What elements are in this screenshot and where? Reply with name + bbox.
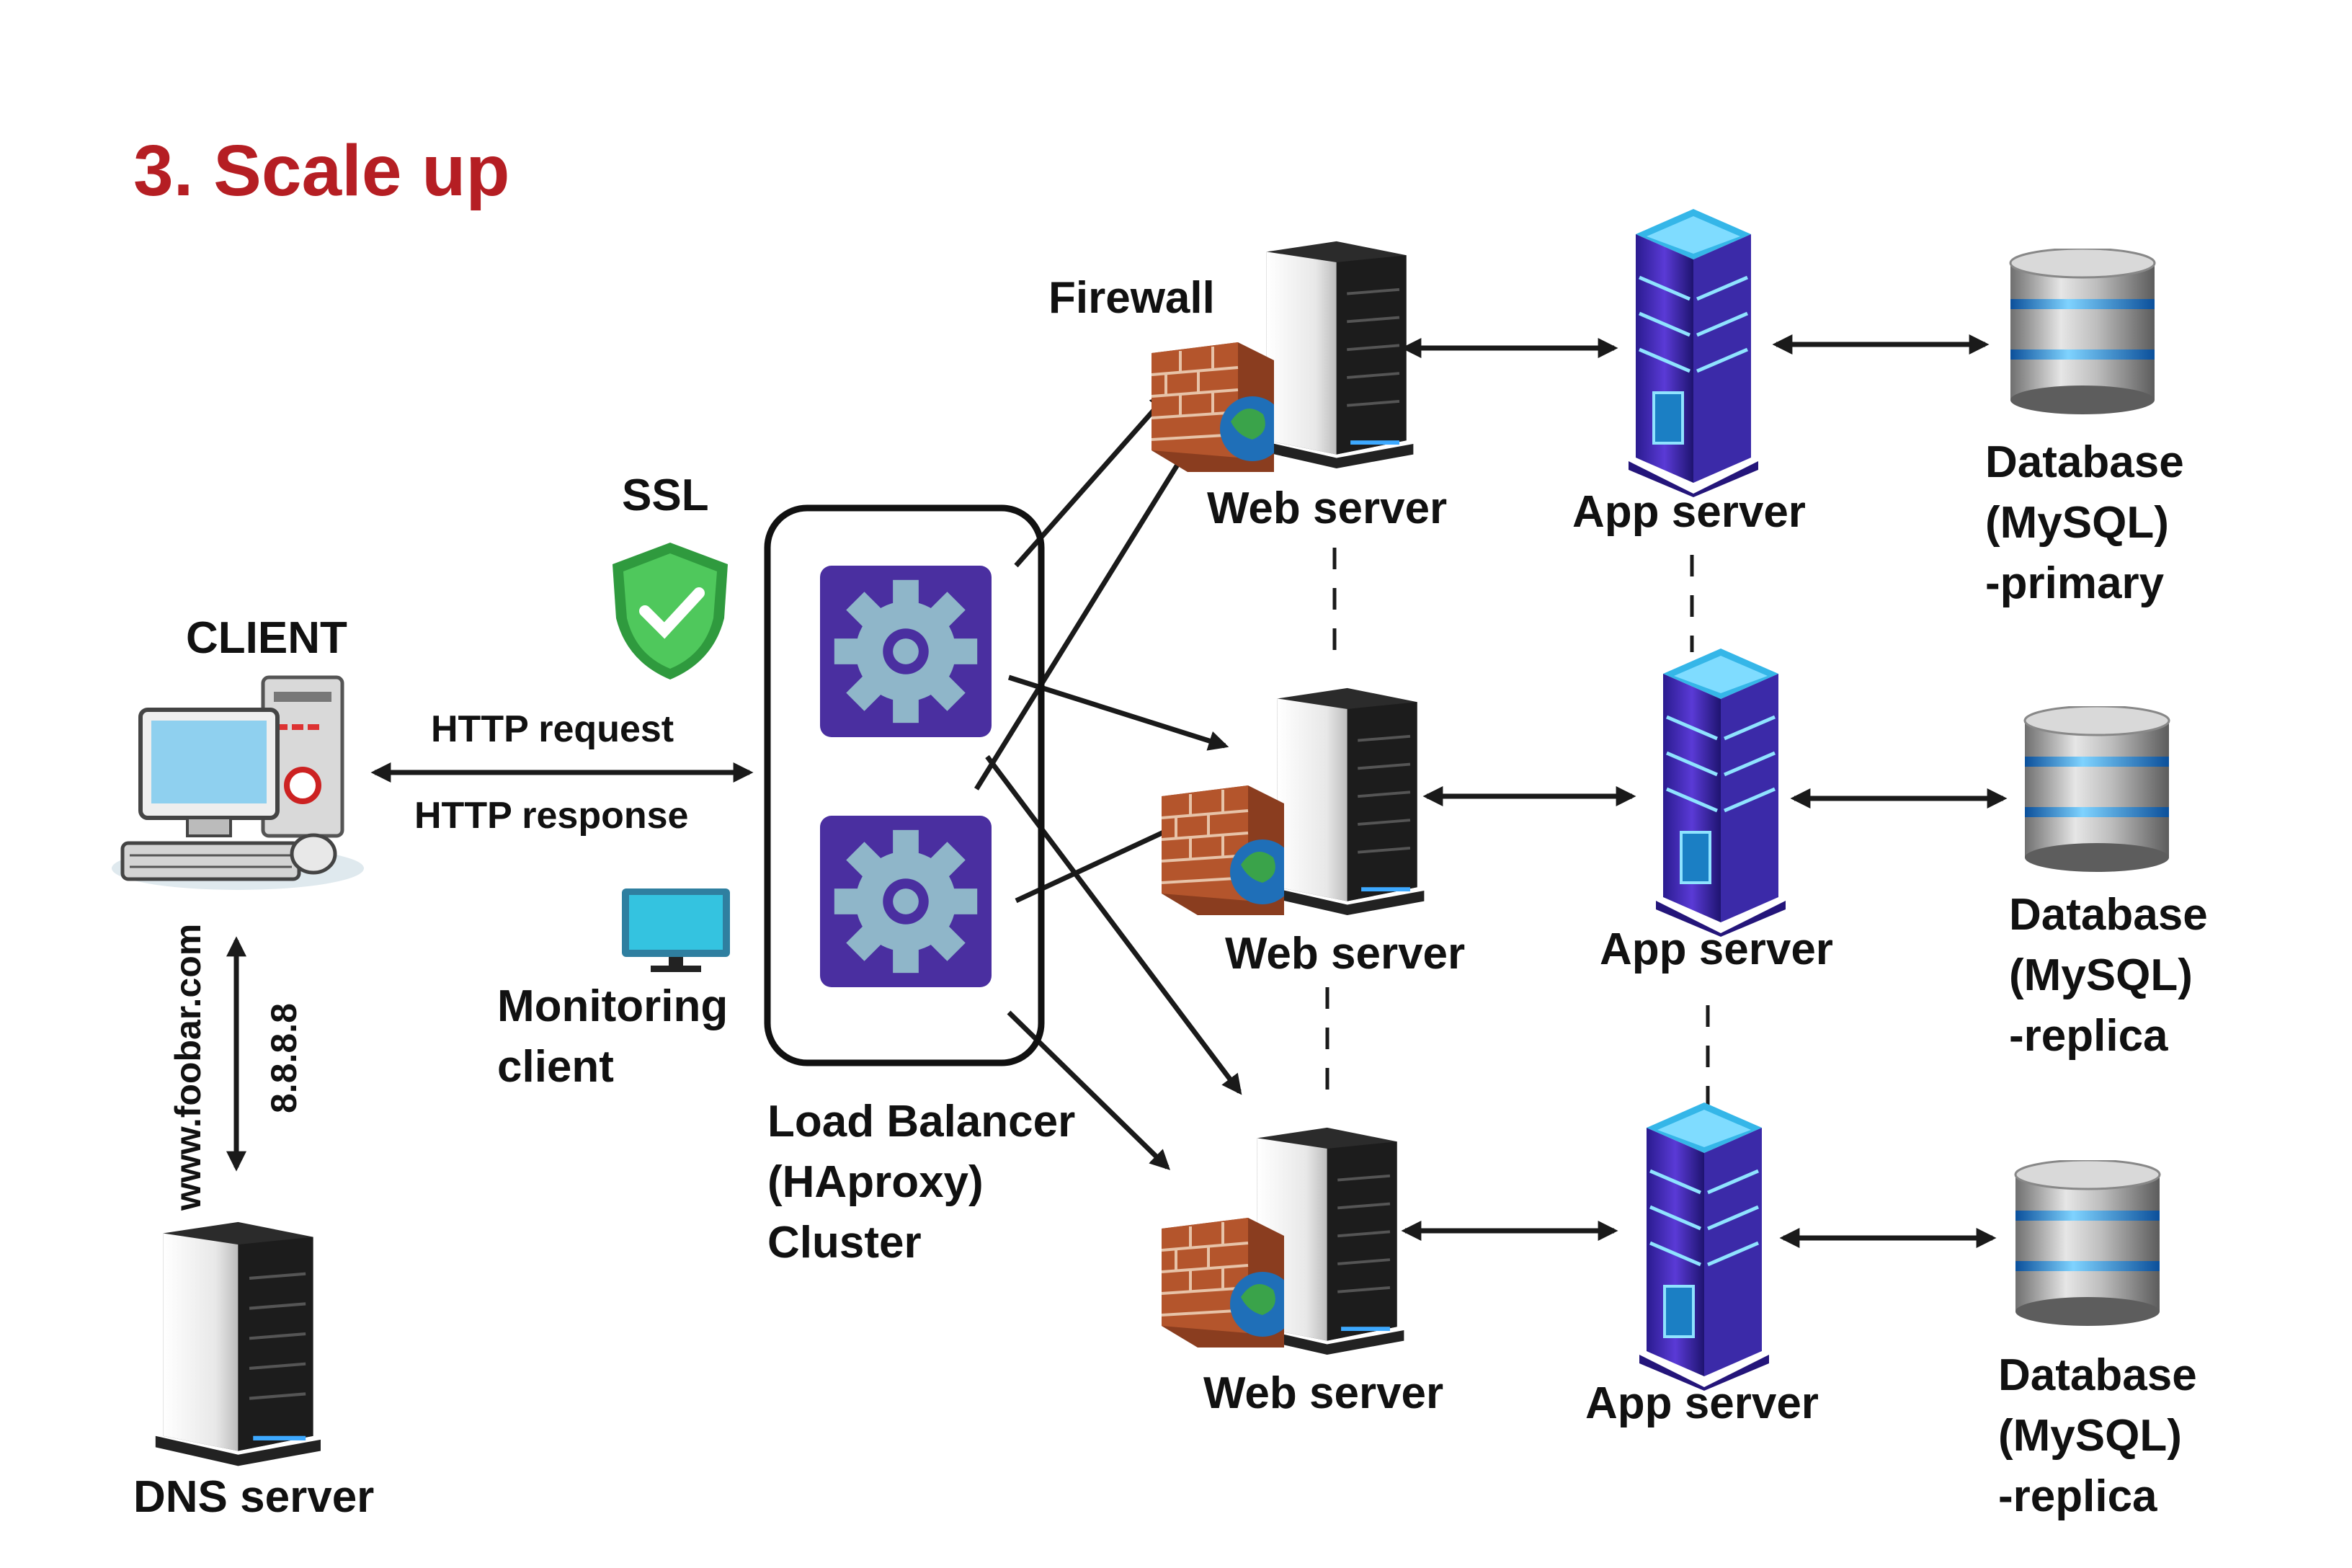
firewall-icon: [1152, 342, 1274, 472]
firewall-icon: [1162, 1218, 1284, 1348]
monitoring-label-line1: Monitoring: [497, 981, 729, 1031]
lb-link: [1007, 674, 1229, 751]
web-server-label: Web server: [1207, 484, 1448, 533]
gear-icon: [820, 816, 992, 987]
app-server-label: App server: [1600, 925, 1833, 974]
database-label-line2: (MySQL): [2009, 950, 2193, 1000]
database-label: Database (MySQL) -replica: [1998, 1345, 2197, 1527]
load-balancer-label: Load Balancer (HAproxy) Cluster: [767, 1092, 1075, 1273]
monitor-icon: [622, 888, 730, 972]
dns-domain-label: www.foobar.com: [168, 923, 208, 1211]
app-server-icon: [1614, 209, 1773, 497]
page-title: 3. Scale up: [133, 130, 510, 211]
web-server-label: Web server: [1203, 1368, 1444, 1418]
app-server-icon: [1642, 649, 1800, 937]
database-label-line3: -primary: [1985, 558, 2165, 608]
http-request-label: HTTP request: [431, 708, 674, 750]
lb-label-line1: Load Balancer: [767, 1097, 1076, 1146]
monitoring-client-label: Monitoring client: [497, 976, 728, 1097]
database-label: Database (MySQL) -primary: [1985, 432, 2184, 614]
dns-ip-label: 8.8.8.8: [264, 1003, 304, 1113]
database-icon: [2018, 706, 2176, 872]
shield-icon: [612, 543, 728, 680]
gear-icon: [820, 566, 992, 737]
app-server-label: App server: [1585, 1378, 1819, 1428]
monitoring-label-line2: client: [497, 1042, 614, 1092]
database-label-line1: Database: [1998, 1350, 2197, 1400]
database-label-line3: -replica: [1998, 1471, 2157, 1521]
lb-label-line3: Cluster: [767, 1218, 922, 1268]
firewall-label: Firewall: [1048, 273, 1215, 323]
database-label: Database (MySQL) -replica: [2009, 885, 2208, 1066]
lb-label-line2: (HAproxy): [767, 1157, 984, 1207]
ssl-label: SSL: [622, 471, 709, 520]
firewall-icon: [1162, 785, 1284, 915]
database-label-line2: (MySQL): [1985, 498, 2169, 548]
database-label-line2: (MySQL): [1998, 1411, 2182, 1461]
http-response-label: HTTP response: [414, 795, 689, 837]
database-label-line1: Database: [2009, 890, 2208, 940]
database-label-line1: Database: [1985, 437, 2184, 487]
lb-link: [985, 754, 1242, 1095]
database-icon: [2003, 249, 2162, 414]
app-server-label: App server: [1572, 487, 1806, 537]
web-server-label: Web server: [1225, 929, 1466, 979]
client-computer-icon: [112, 675, 364, 890]
dns-server-icon: [141, 1218, 321, 1466]
lb-link: [974, 425, 1202, 790]
database-icon: [2008, 1160, 2167, 1326]
client-label: CLIENT: [186, 613, 347, 663]
lb-cluster-frame: [764, 504, 1045, 1066]
dns-server-label: DNS server: [133, 1472, 375, 1522]
database-label-line3: -replica: [2009, 1011, 2168, 1061]
app-server-icon: [1625, 1102, 1783, 1391]
